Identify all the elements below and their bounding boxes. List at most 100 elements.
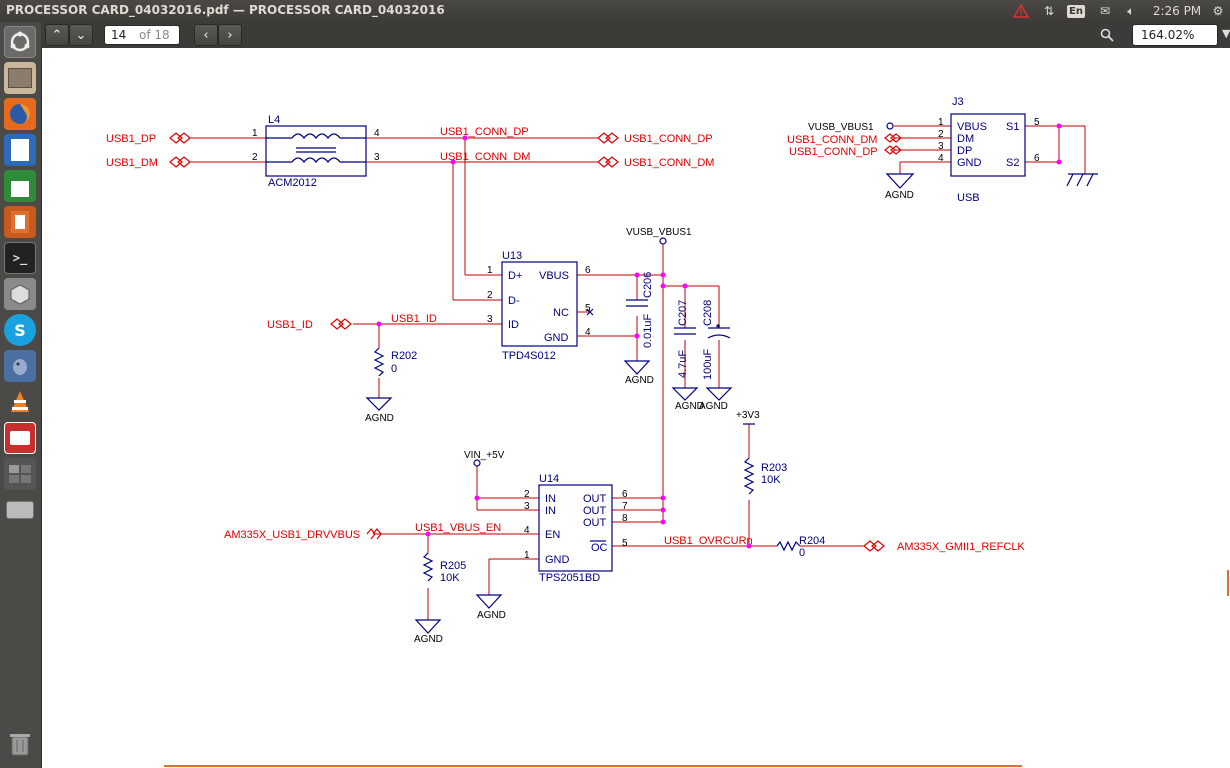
writer-icon[interactable]: [4, 134, 36, 166]
total-pages: of 18: [139, 28, 170, 42]
net-label: USB1_CONN_DM: [624, 157, 714, 169]
launcher: >_ S: [0, 22, 42, 768]
keyboard-layout-indicator[interactable]: En: [1066, 0, 1086, 22]
component-value: USB: [957, 192, 980, 204]
chevron-down-icon: ⌄: [75, 27, 87, 43]
pin-number: 2: [252, 152, 258, 163]
pin-name: DP: [957, 145, 972, 157]
volume-icon[interactable]: 🔈︎: [1127, 3, 1135, 18]
trash-icon[interactable]: [4, 728, 36, 760]
pin-number: 4: [374, 128, 380, 139]
pin-name: D+: [508, 270, 522, 282]
net-label: USB1_OVRCURn: [664, 535, 753, 547]
document-toolbar: ⌃ ⌄ 14 of 18 ‹ › 164.02% ▼: [41, 22, 1230, 48]
component-value: 0: [799, 547, 805, 559]
pin-number: 3: [938, 141, 944, 152]
ground-label: AGND: [675, 401, 704, 412]
back-button[interactable]: ‹: [194, 24, 218, 46]
zoom-value: 164.02%: [1141, 28, 1195, 42]
evince-icon[interactable]: [4, 422, 36, 454]
pidgin-icon[interactable]: [4, 350, 36, 382]
pin-name: EN: [545, 529, 560, 541]
power-label: VUSB_VBUS1: [808, 122, 874, 133]
previous-page-button[interactable]: ⌃: [45, 24, 69, 46]
skype-icon[interactable]: S: [4, 314, 36, 346]
ubuntu-dash-icon[interactable]: [4, 26, 36, 58]
net-label: USB1_CONN_DM: [440, 151, 530, 163]
pin-name: OUT: [583, 505, 607, 517]
component-ref: C208: [702, 300, 714, 326]
pin-number: 2: [487, 290, 493, 301]
j3-body: [950, 113, 1026, 177]
current-page[interactable]: 14: [111, 28, 127, 42]
pin-name: S2: [1006, 157, 1019, 169]
files-icon[interactable]: [4, 62, 36, 94]
pin-name: OC: [591, 542, 608, 554]
next-page-button[interactable]: ⌄: [69, 24, 93, 46]
pin-name: OUT: [583, 493, 607, 505]
power-gear-icon[interactable]: ⚙: [1212, 4, 1224, 18]
network-arrows-icon[interactable]: ⇅: [1043, 4, 1055, 18]
ground-label: AGND: [365, 413, 394, 424]
pin-number: 2: [524, 489, 530, 500]
clock[interactable]: 2:26 PM: [1152, 4, 1202, 18]
power-label: +3V3: [736, 410, 760, 421]
chevron-down-icon[interactable]: ▼: [1222, 27, 1230, 40]
impress-icon[interactable]: [4, 206, 36, 238]
ground-label: AGND: [625, 375, 654, 386]
net-label: USB1_ID: [391, 313, 437, 325]
page-number-field[interactable]: 14 of 18: [104, 25, 180, 45]
net-label: USB1_CONN_DP: [440, 126, 529, 138]
component-value: 0: [391, 363, 397, 375]
update-warning-icon[interactable]: [1010, 0, 1032, 22]
software-center-icon[interactable]: [4, 278, 36, 310]
chevron-right-icon: ›: [227, 27, 233, 43]
component-value: 4.7uF: [677, 350, 689, 378]
ground-label: AGND: [699, 401, 728, 412]
power-label: VUSB_VBUS1: [626, 227, 692, 238]
ground-label: AGND: [477, 610, 506, 621]
net-label: USB1_CONN_DP: [624, 133, 713, 145]
component-value: TPD4S012: [502, 350, 556, 362]
net-label: USB1_ID: [267, 319, 313, 331]
workspaces-icon[interactable]: [4, 458, 36, 490]
pin-name: S1: [1006, 121, 1019, 133]
pin-name: VBUS: [539, 270, 569, 282]
component-ref: L4: [268, 114, 280, 126]
net-label: USB1_DP: [106, 133, 156, 145]
component-ref: J3: [952, 96, 964, 108]
component-value: 10K: [440, 572, 460, 584]
pin-number: 5: [622, 538, 628, 549]
drive-icon[interactable]: [4, 494, 36, 526]
power-label: VIN_+5V: [464, 450, 505, 461]
u14-body: [538, 484, 613, 572]
pin-number: 7: [622, 501, 628, 512]
forward-button[interactable]: ›: [218, 24, 242, 46]
pin-name: ID: [508, 319, 519, 331]
pin-number: 6: [622, 489, 628, 500]
zoom-select[interactable]: 164.02%: [1132, 24, 1218, 46]
search-button[interactable]: [1094, 24, 1120, 46]
chevron-up-icon: ⌃: [51, 27, 63, 43]
port-symbols: [169, 132, 902, 552]
mail-icon[interactable]: ✉: [1099, 4, 1111, 18]
vlc-icon[interactable]: [4, 386, 36, 418]
document-page: USB1_DP USB1_DM USB1_CONN_DP USB1_CONN_D…: [42, 48, 1230, 768]
component-ref: U14: [539, 473, 559, 485]
pin-number: 1: [938, 117, 944, 128]
pin-name: OUT: [583, 517, 607, 529]
component-ref: R202: [391, 350, 417, 362]
terminal-icon[interactable]: >_: [4, 242, 36, 274]
net-label: AM335X_USB1_DRVVBUS: [224, 529, 360, 541]
calc-icon[interactable]: [4, 170, 36, 202]
pin-name: GND: [544, 332, 569, 344]
component-ref: R205: [440, 560, 466, 572]
pin-number: 5: [1034, 117, 1040, 128]
net-label: USB1_DM: [106, 157, 158, 169]
pin-number: 1: [487, 265, 493, 276]
firefox-icon[interactable]: [4, 98, 36, 130]
pin-number: 4: [938, 153, 944, 164]
input-method-label: En: [1067, 4, 1085, 18]
component-ref: R203: [761, 462, 787, 474]
pin-name: GND: [957, 157, 982, 169]
